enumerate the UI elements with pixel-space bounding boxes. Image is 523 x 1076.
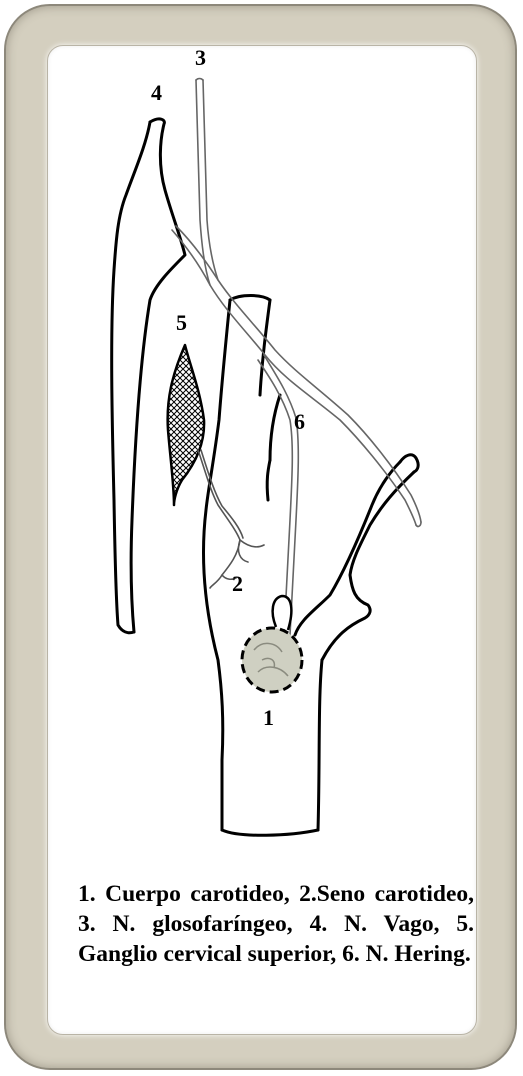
- figure-caption: 1. Cuerpo carotideo, 2.Seno carotideo, 3…: [78, 879, 474, 969]
- carotid-sinus-branches: [198, 450, 264, 588]
- carotid-body: [242, 596, 302, 692]
- label-2: 2: [232, 571, 243, 596]
- label-6: 6: [294, 409, 305, 434]
- carotid-artery: [203, 296, 418, 836]
- label-4: 4: [151, 80, 162, 105]
- superior-cervical-ganglion: [168, 345, 204, 505]
- label-1: 1: [263, 705, 274, 730]
- label-3: 3: [195, 45, 206, 70]
- label-5: 5: [176, 310, 187, 335]
